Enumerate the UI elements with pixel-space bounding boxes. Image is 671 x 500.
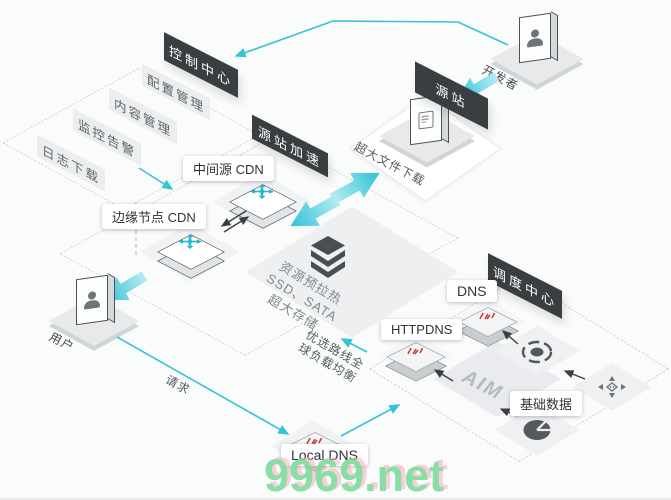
localdns-key-icon [283,422,347,472]
red-seal-marks-icon [479,312,496,320]
router-cross-icon [250,184,274,199]
mid-source-router [229,176,297,230]
edge-node-router [157,226,225,280]
label-httpdns: HTTPDNS [381,319,463,340]
document-icon [418,110,434,130]
watermark: 9969.net [264,450,445,500]
line-localdns-to-httpdns [340,404,401,437]
label-edge-node-cdn: 边缘节点 CDN [102,204,206,229]
dns-key-icon [456,297,520,347]
stack-layer [311,236,345,255]
label-request: 请求 [162,372,193,398]
developer-figure [519,12,551,64]
router-cross-icon [178,234,202,249]
httpdns-key-icon [384,332,448,382]
label-mid-source-cdn: 中间源 CDN [183,156,274,181]
label-base-data: 基础数据 [510,391,583,416]
label-local-dns: Local DNS [281,444,368,466]
ip-dispatch-icon [598,376,626,398]
red-seal-marks-icon [306,437,323,445]
line-user-request [116,336,290,435]
line-developer-to-control [234,20,509,58]
user-figure [76,274,108,326]
pie-chart-icon [523,420,551,440]
red-seal-marks-icon [407,347,424,355]
label-dns: DNS [447,280,497,302]
cycle-scheduler-icon [521,340,553,364]
storage-stack-icon [311,236,345,278]
person-icon [526,28,544,48]
person-icon [83,290,101,310]
